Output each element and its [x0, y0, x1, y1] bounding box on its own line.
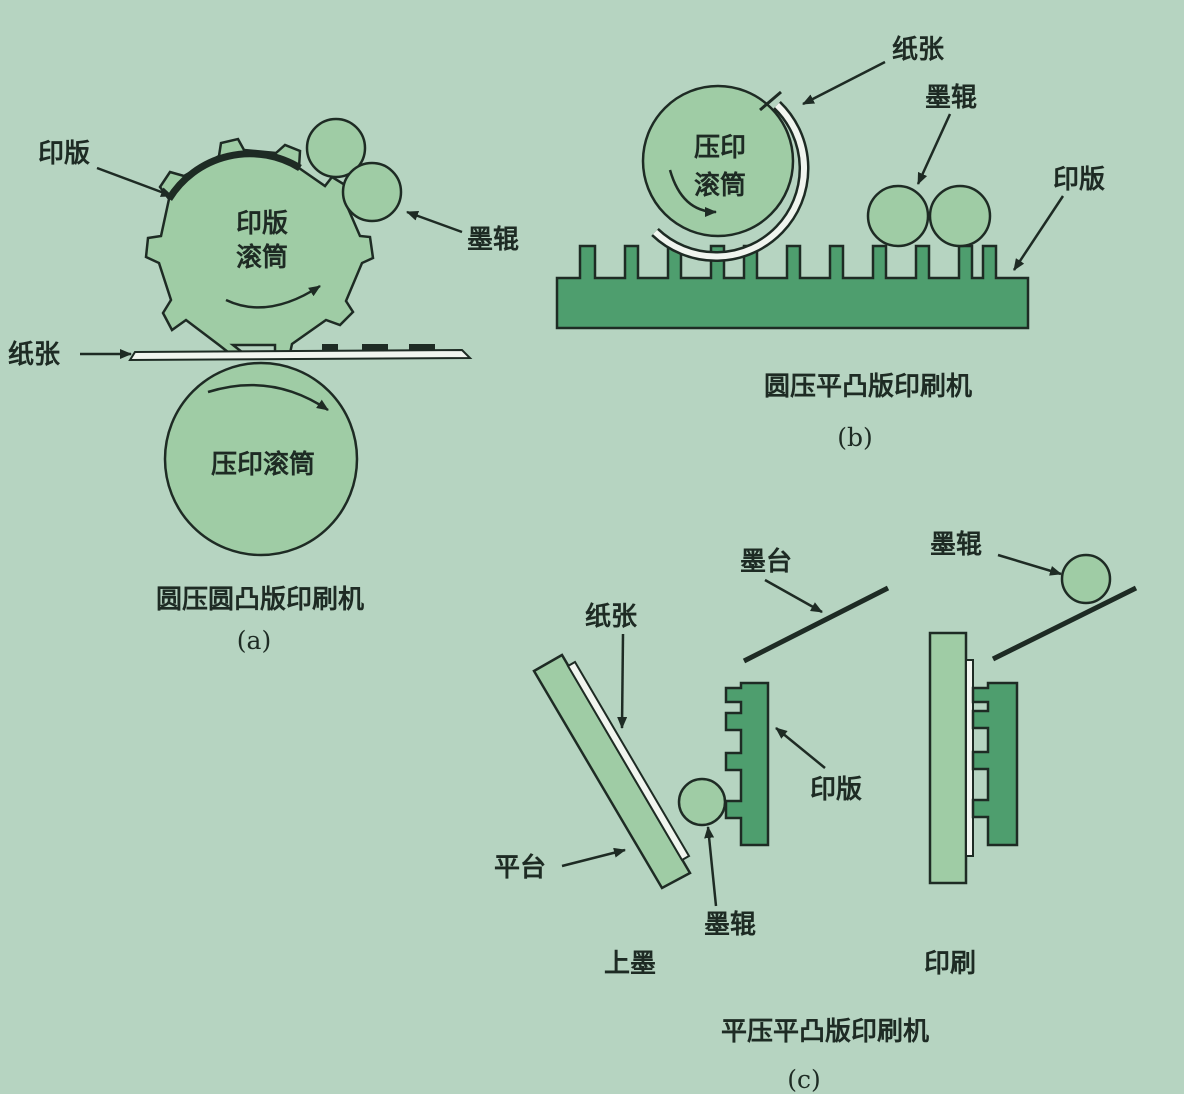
label-paper-c: 纸张 — [585, 601, 638, 632]
leader-platen — [561, 847, 626, 868]
stage-printing: 印刷 — [924, 949, 976, 979]
plate-cylinder-gear — [144, 137, 375, 360]
flat-plate-bed — [555, 244, 1030, 330]
leader-paper-b — [802, 60, 886, 106]
type-form-printing — [971, 681, 1019, 847]
plate-cylinder-text-2: 滚筒 — [236, 242, 288, 273]
impression-cylinder-a — [163, 361, 359, 557]
paper-sheet-a — [128, 348, 473, 362]
stage-inking: 上墨 — [604, 949, 656, 979]
type-form-inking — [724, 681, 770, 847]
leader-ink-roller-b — [916, 113, 952, 185]
sublabel-b: (b) — [837, 423, 873, 452]
ink-mark-2 — [362, 344, 388, 350]
label-plate-c: 印版 — [810, 775, 862, 805]
rotation-arrow-impression — [207, 383, 329, 412]
platen-vertical — [928, 631, 968, 885]
ink-roller-b-1 — [866, 184, 930, 248]
leader-ink-table — [764, 578, 823, 614]
ink-mark-1 — [322, 344, 338, 350]
plate-strip — [166, 150, 302, 201]
label-paper-a: 纸张 — [8, 339, 61, 370]
ink-table-2 — [991, 585, 1138, 662]
caption-a: 圆压圆凸版印刷机 — [156, 585, 364, 615]
label-ink-roller-a: 墨辊 — [467, 224, 519, 255]
ink-table-1 — [742, 585, 890, 664]
impression-cylinder-b-text-2: 滚筒 — [694, 170, 746, 201]
label-ink-roller-b: 墨辊 — [925, 82, 977, 113]
label-plate-b: 印版 — [1053, 165, 1105, 195]
platen-tilted — [532, 653, 692, 890]
ink-roller-c-1 — [677, 777, 727, 827]
ink-roller-b-2 — [928, 184, 992, 248]
impression-cylinder-text: 压印滚筒 — [211, 449, 315, 480]
label-platen: 平台 — [494, 852, 546, 883]
leader-plate-b — [1012, 195, 1065, 271]
rotation-arrow-b — [668, 169, 717, 217]
label-ink-roller-c-2: 墨辊 — [930, 529, 982, 560]
sublabel-a: (a) — [237, 626, 271, 655]
ink-roller-upper — [305, 117, 367, 179]
label-plate-a: 印版 — [38, 139, 90, 169]
leader-ink-roller-c-1 — [704, 826, 718, 907]
leader-ink-roller-c-2 — [997, 553, 1062, 576]
ink-roller-lower — [341, 161, 403, 223]
paper-gripper-b — [759, 90, 782, 112]
caption-c: 平压平凸版印刷机 — [721, 1017, 929, 1047]
leader-paper-c — [617, 633, 628, 729]
leader-plate-a — [96, 166, 173, 198]
rotation-arrow-plate — [225, 284, 321, 309]
panel-b: 压印 滚筒 纸张 墨辊 印版 圆压平凸版印刷机 (b) — [555, 34, 1105, 452]
leader-plate-c — [775, 727, 826, 769]
ink-roller-c-2 — [1060, 553, 1112, 605]
impression-cylinder-b-text-1: 压印 — [694, 133, 746, 163]
paper-wrap-b-inner — [652, 102, 808, 260]
paper-on-platen — [566, 660, 691, 862]
panel-a: 印版 滚筒 压印滚筒 印版 墨辊 纸张 圆压圆凸版印刷机 (a) — [8, 117, 519, 655]
panel-c: 墨台 纸张 印版 平台 墨辊 墨辊 上墨 印刷 平压平凸版印刷机 (c) — [494, 529, 1138, 1094]
leader-ink-roller-a — [406, 210, 463, 234]
sublabel-c: (c) — [787, 1065, 821, 1094]
label-paper-b: 纸张 — [892, 34, 945, 65]
ink-mark-3 — [409, 344, 435, 350]
label-ink-roller-c-1: 墨辊 — [704, 909, 756, 940]
label-ink-table: 墨台 — [740, 546, 792, 577]
caption-b: 圆压平凸版印刷机 — [764, 372, 972, 402]
plate-cylinder-text-1: 印版 — [236, 209, 288, 239]
impression-cylinder-b — [641, 84, 795, 238]
